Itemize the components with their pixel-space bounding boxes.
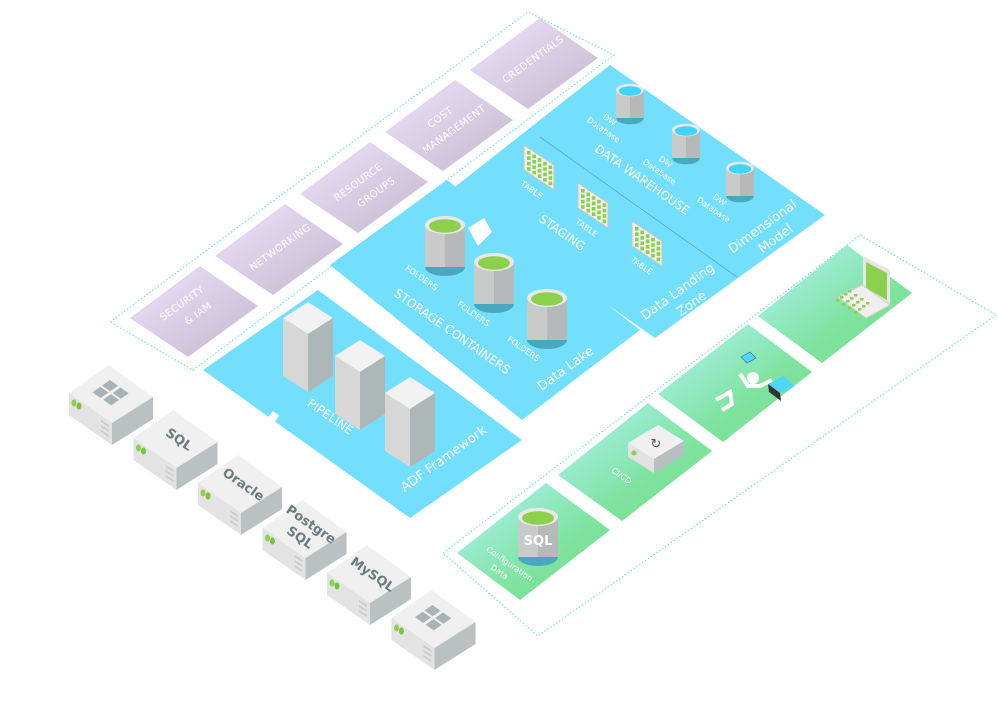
source-server-0[interactable] (69, 365, 153, 445)
monitor-icon (768, 376, 795, 393)
cost-management-tile[interactable] (385, 80, 513, 171)
sync-icon: ↻ (651, 437, 662, 452)
dw-database-icon (726, 161, 754, 203)
sql-database-icon (518, 508, 558, 566)
pipeline-server-icon (385, 377, 435, 467)
cicd-tile[interactable] (558, 403, 712, 521)
windows-icon (414, 605, 452, 631)
source-server-5[interactable] (391, 590, 476, 670)
table-icon (577, 182, 609, 229)
folder-container-icon (474, 253, 514, 313)
cicd-server-icon: ↻ (628, 425, 684, 473)
tablet-icon (740, 351, 757, 364)
source-server-2[interactable] (198, 455, 282, 535)
pipeline-connector (264, 410, 280, 428)
warehouse-divider (539, 136, 738, 278)
table-icon (631, 220, 663, 267)
security-iam-tile[interactable] (130, 266, 258, 357)
governance-group-border (109, 11, 615, 371)
folder-container-icon (425, 216, 465, 276)
sql-badge-label: SQL (524, 534, 553, 549)
dw-database-icon (616, 83, 644, 125)
source-server-4[interactable] (327, 545, 411, 625)
credentials-tile[interactable] (470, 18, 598, 109)
table-icon (523, 144, 555, 191)
dw-database-icon (672, 123, 700, 165)
developer-icon (715, 351, 795, 412)
windows-icon (92, 380, 129, 406)
data-warehouse-tile[interactable] (447, 65, 825, 338)
laptop-icon (836, 256, 891, 319)
pipeline-server-icon (283, 302, 333, 392)
developer-tile[interactable] (658, 324, 812, 442)
folder-container-icon (527, 289, 567, 349)
source-server-1[interactable] (133, 410, 218, 490)
flow-arrow-icon (468, 218, 492, 246)
resource-groups-tile[interactable] (300, 142, 428, 233)
networking-tile[interactable] (215, 204, 343, 295)
pipeline-server-icon (335, 340, 385, 430)
source-server-3[interactable] (262, 500, 347, 580)
